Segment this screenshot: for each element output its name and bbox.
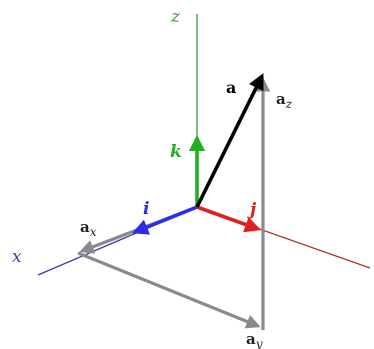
unit-vector-j-label: j bbox=[247, 200, 257, 220]
component-ay-sub: y bbox=[255, 337, 263, 349]
unit-vector-k-label: k bbox=[170, 142, 182, 162]
component-ay-line bbox=[77, 251, 261, 329]
component-ay-label: ay bbox=[246, 330, 263, 349]
vector-a-line bbox=[195, 73, 264, 208]
component-az-sub: z bbox=[285, 97, 293, 111]
component-az-label: az bbox=[276, 90, 293, 111]
component-ay-base: a bbox=[246, 330, 256, 348]
x-axis-label: x bbox=[12, 247, 22, 267]
vector-a-label: a bbox=[226, 78, 236, 97]
z-axis-label: z bbox=[170, 7, 181, 27]
unit-vector-i bbox=[131, 205, 198, 235]
component-ax-label: ax bbox=[80, 218, 97, 239]
component-az-base: a bbox=[276, 90, 286, 108]
component-ax-base: a bbox=[80, 218, 90, 236]
component-ax-sub: x bbox=[90, 225, 97, 239]
unit-vector-i-label: i bbox=[143, 199, 149, 219]
unit-vector-j bbox=[196, 205, 262, 233]
